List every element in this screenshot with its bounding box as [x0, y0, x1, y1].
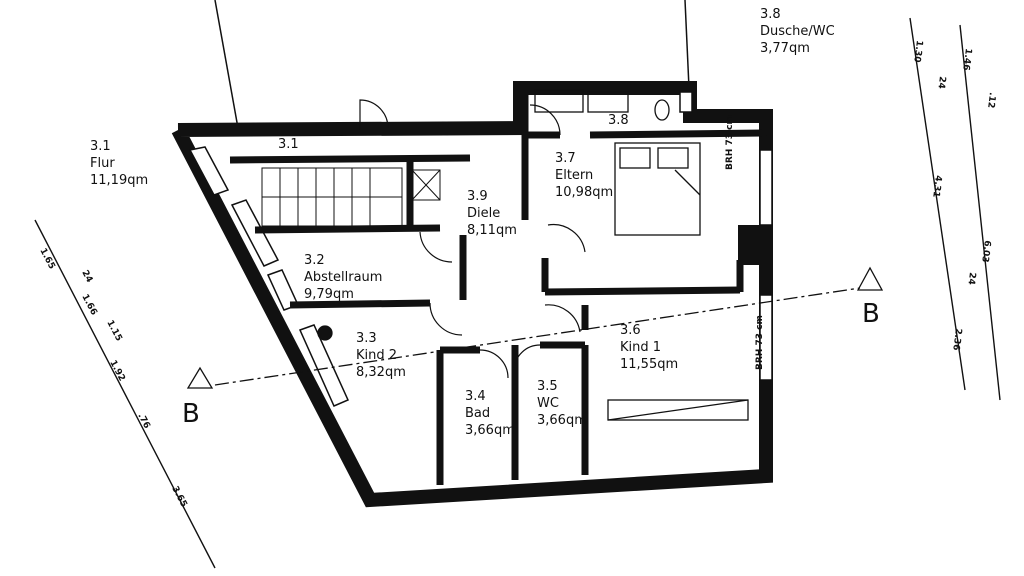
- section-label-right: B: [862, 299, 880, 329]
- doors: [359, 99, 586, 379]
- dim-right-inner-4: 2.36: [950, 328, 963, 351]
- bath-fixtures: [317, 89, 670, 341]
- dim-right-outer-0: 1.46: [960, 48, 973, 71]
- dim-left-5: .76: [135, 412, 151, 431]
- outer-walls: [171, 81, 773, 508]
- dim-right-inner-2: 4.31: [930, 175, 943, 198]
- room-3-1-inside: 3.1: [278, 137, 299, 152]
- dim-left-1: 24: [79, 269, 94, 285]
- dim-left-0: 1.65: [37, 247, 56, 271]
- dim-left-4: 1.92: [107, 359, 126, 383]
- brh-label-top: BRH 73 cm: [725, 115, 735, 170]
- staircase: [261, 167, 441, 227]
- dim-left-6: 3.65: [169, 485, 188, 509]
- bed: [607, 142, 749, 421]
- left-windows: [188, 146, 349, 407]
- dim-right-inner-1: 24: [935, 76, 946, 90]
- section-line-b: [186, 266, 884, 389]
- room-3-8-inside: 3.8: [608, 113, 629, 128]
- section-label-left: B: [182, 399, 200, 429]
- dim-right-outer-2: 6.03: [979, 240, 992, 263]
- dim-right-inner-0: 1.30: [911, 40, 924, 63]
- dim-right-inner-3: 24: [965, 272, 976, 286]
- dim-left-2: 1.66: [79, 293, 98, 317]
- brh-label-bottom: BRH 73 cm: [755, 315, 765, 370]
- dim-left-3: 1.15: [104, 319, 123, 343]
- dim-right-outer-1: .12: [985, 92, 997, 109]
- right-windows: [679, 91, 773, 381]
- interior-walls: [229, 90, 767, 485]
